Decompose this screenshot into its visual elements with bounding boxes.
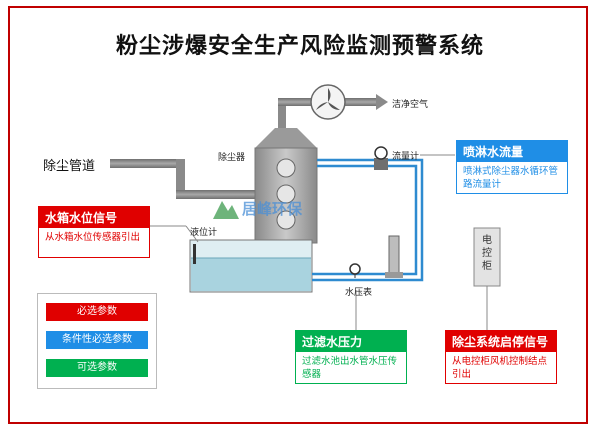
spray-nozzle-icon	[276, 184, 296, 204]
water-pipes	[312, 158, 424, 282]
legend-optional: 可选参数	[46, 359, 148, 377]
page-title: 粉尘涉爆安全生产风险监测预警系统	[115, 34, 484, 59]
callout-water-level: 水箱水位信号 从水箱水位传感器引出	[38, 206, 150, 258]
clean-air-label: 洁净空气	[392, 100, 429, 110]
pressure-gauge-icon	[349, 263, 361, 278]
cabinet-label: 电控柜	[482, 235, 492, 272]
level-gauge-label: 液位计	[190, 228, 218, 238]
callout-title: 喷淋水流量	[457, 141, 567, 162]
callout-body: 从水箱水位传感器引出	[45, 232, 141, 243]
fan-icon	[310, 84, 346, 120]
outer-frame	[8, 6, 588, 424]
arrow-icon	[376, 94, 388, 110]
watermark-logo: 居峰环保	[213, 197, 302, 219]
spray-nozzle-icon	[276, 210, 296, 230]
callout-body: 从电控柜风机控制结点引出	[452, 356, 548, 380]
pressure-gauge-label: 水压表	[345, 288, 373, 298]
flowmeter-icon	[374, 146, 388, 170]
callout-title: 水箱水位信号	[39, 207, 149, 228]
callout-body: 喷淋式除尘器水循环管路流量计	[463, 166, 559, 190]
pump-icon	[385, 235, 403, 278]
callout-title: 除尘系统启停信号	[446, 331, 556, 352]
water-tank	[189, 239, 313, 293]
connector-lines	[150, 154, 488, 330]
tower-cone	[255, 128, 317, 148]
watermark-text: 居峰环保	[242, 199, 303, 218]
callout-title: 过滤水压力	[296, 331, 406, 352]
legend-conditional: 条件性必选参数	[46, 331, 148, 349]
callout-spray-flow: 喷淋水流量 喷淋式除尘器水循环管路流量计	[456, 140, 568, 194]
legend: 必选参数 条件性必选参数 可选参数	[37, 293, 157, 389]
callout-filter-pressure: 过滤水压力 过滤水池出水管水压传感器	[295, 330, 407, 384]
dust-collector-label: 除尘器	[218, 153, 246, 163]
legend-required: 必选参数	[46, 303, 148, 321]
callout-body: 过滤水池出水管水压传感器	[302, 356, 398, 380]
flowmeter-label: 流量计	[392, 152, 420, 162]
spray-nozzle-icon	[276, 158, 296, 178]
mountain-icon	[213, 201, 239, 219]
control-cabinet	[473, 227, 501, 287]
callout-start-stop: 除尘系统启停信号 从电控柜风机控制结点引出	[445, 330, 557, 384]
duct-label: 除尘管道	[43, 159, 96, 174]
dust-duct	[110, 159, 256, 199]
exhaust-pipe	[278, 94, 388, 130]
